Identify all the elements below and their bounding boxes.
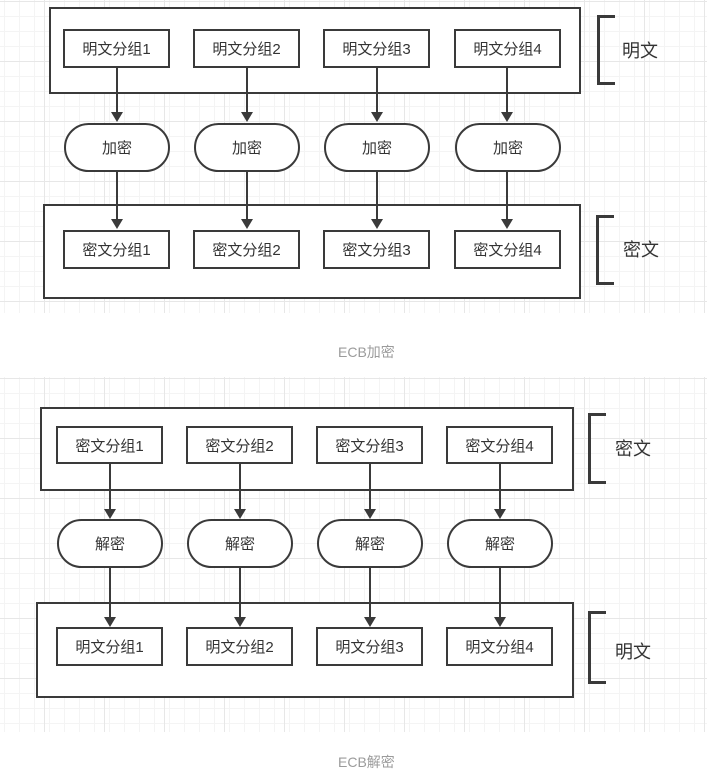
ecb-decrypt-canvas: 密文分组1 密文分组2 密文分组3 密文分组4 密文 解密 解密 解密 解密 明…	[0, 377, 707, 732]
ciphertext-bracket	[588, 413, 606, 484]
ciphertext-block-2: 密文分组2	[193, 230, 300, 269]
ciphertext-block-1: 密文分组1	[63, 230, 170, 269]
plaintext-block-3: 明文分组3	[323, 29, 430, 68]
encrypt-node-1: 加密	[64, 123, 170, 172]
down-arrow	[234, 568, 246, 627]
ciphertext-block-4: 密文分组4	[454, 230, 561, 269]
down-arrow	[494, 568, 506, 627]
decrypt-node-4: 解密	[447, 519, 553, 568]
down-arrow	[234, 464, 246, 519]
down-arrow	[494, 464, 506, 519]
down-arrow	[501, 172, 513, 229]
decrypt-node-2: 解密	[187, 519, 293, 568]
plaintext-bracket-label: 明文	[615, 642, 651, 662]
ciphertext-block-1: 密文分组1	[56, 426, 163, 464]
plaintext-bracket	[597, 15, 615, 85]
down-arrow	[364, 568, 376, 627]
down-arrow	[241, 172, 253, 229]
plaintext-block-1: 明文分组1	[63, 29, 170, 68]
plaintext-block-4: 明文分组4	[446, 627, 553, 666]
plaintext-bracket	[588, 611, 606, 684]
plaintext-block-3: 明文分组3	[316, 627, 423, 666]
plaintext-bracket-label: 明文	[622, 41, 658, 61]
down-arrow	[501, 68, 513, 122]
down-arrow	[104, 568, 116, 627]
down-arrow	[371, 172, 383, 229]
encrypt-node-2: 加密	[194, 123, 300, 172]
ciphertext-block-4: 密文分组4	[446, 426, 553, 464]
down-arrow	[104, 464, 116, 519]
ciphertext-block-3: 密文分组3	[323, 230, 430, 269]
encrypt-node-4: 加密	[455, 123, 561, 172]
decrypt-caption: ECB解密	[338, 754, 395, 770]
down-arrow	[111, 172, 123, 229]
ciphertext-block-3: 密文分组3	[316, 426, 423, 464]
decrypt-node-3: 解密	[317, 519, 423, 568]
down-arrow	[371, 68, 383, 122]
plaintext-block-2: 明文分组2	[186, 627, 293, 666]
down-arrow	[241, 68, 253, 122]
ciphertext-bracket-label: 密文	[615, 439, 651, 459]
ciphertext-bracket	[596, 215, 614, 285]
plaintext-block-4: 明文分组4	[454, 29, 561, 68]
ciphertext-bracket-label: 密文	[623, 240, 659, 260]
down-arrow	[364, 464, 376, 519]
ciphertext-block-2: 密文分组2	[186, 426, 293, 464]
encrypt-node-3: 加密	[324, 123, 430, 172]
down-arrow	[111, 68, 123, 122]
ecb-encrypt-canvas: 明文分组1 明文分组2 明文分组3 明文分组4 明文 加密 加密 加密 加密 密…	[0, 0, 707, 313]
decrypt-node-1: 解密	[57, 519, 163, 568]
plaintext-block-2: 明文分组2	[193, 29, 300, 68]
encrypt-caption: ECB加密	[338, 344, 395, 360]
plaintext-block-1: 明文分组1	[56, 627, 163, 666]
